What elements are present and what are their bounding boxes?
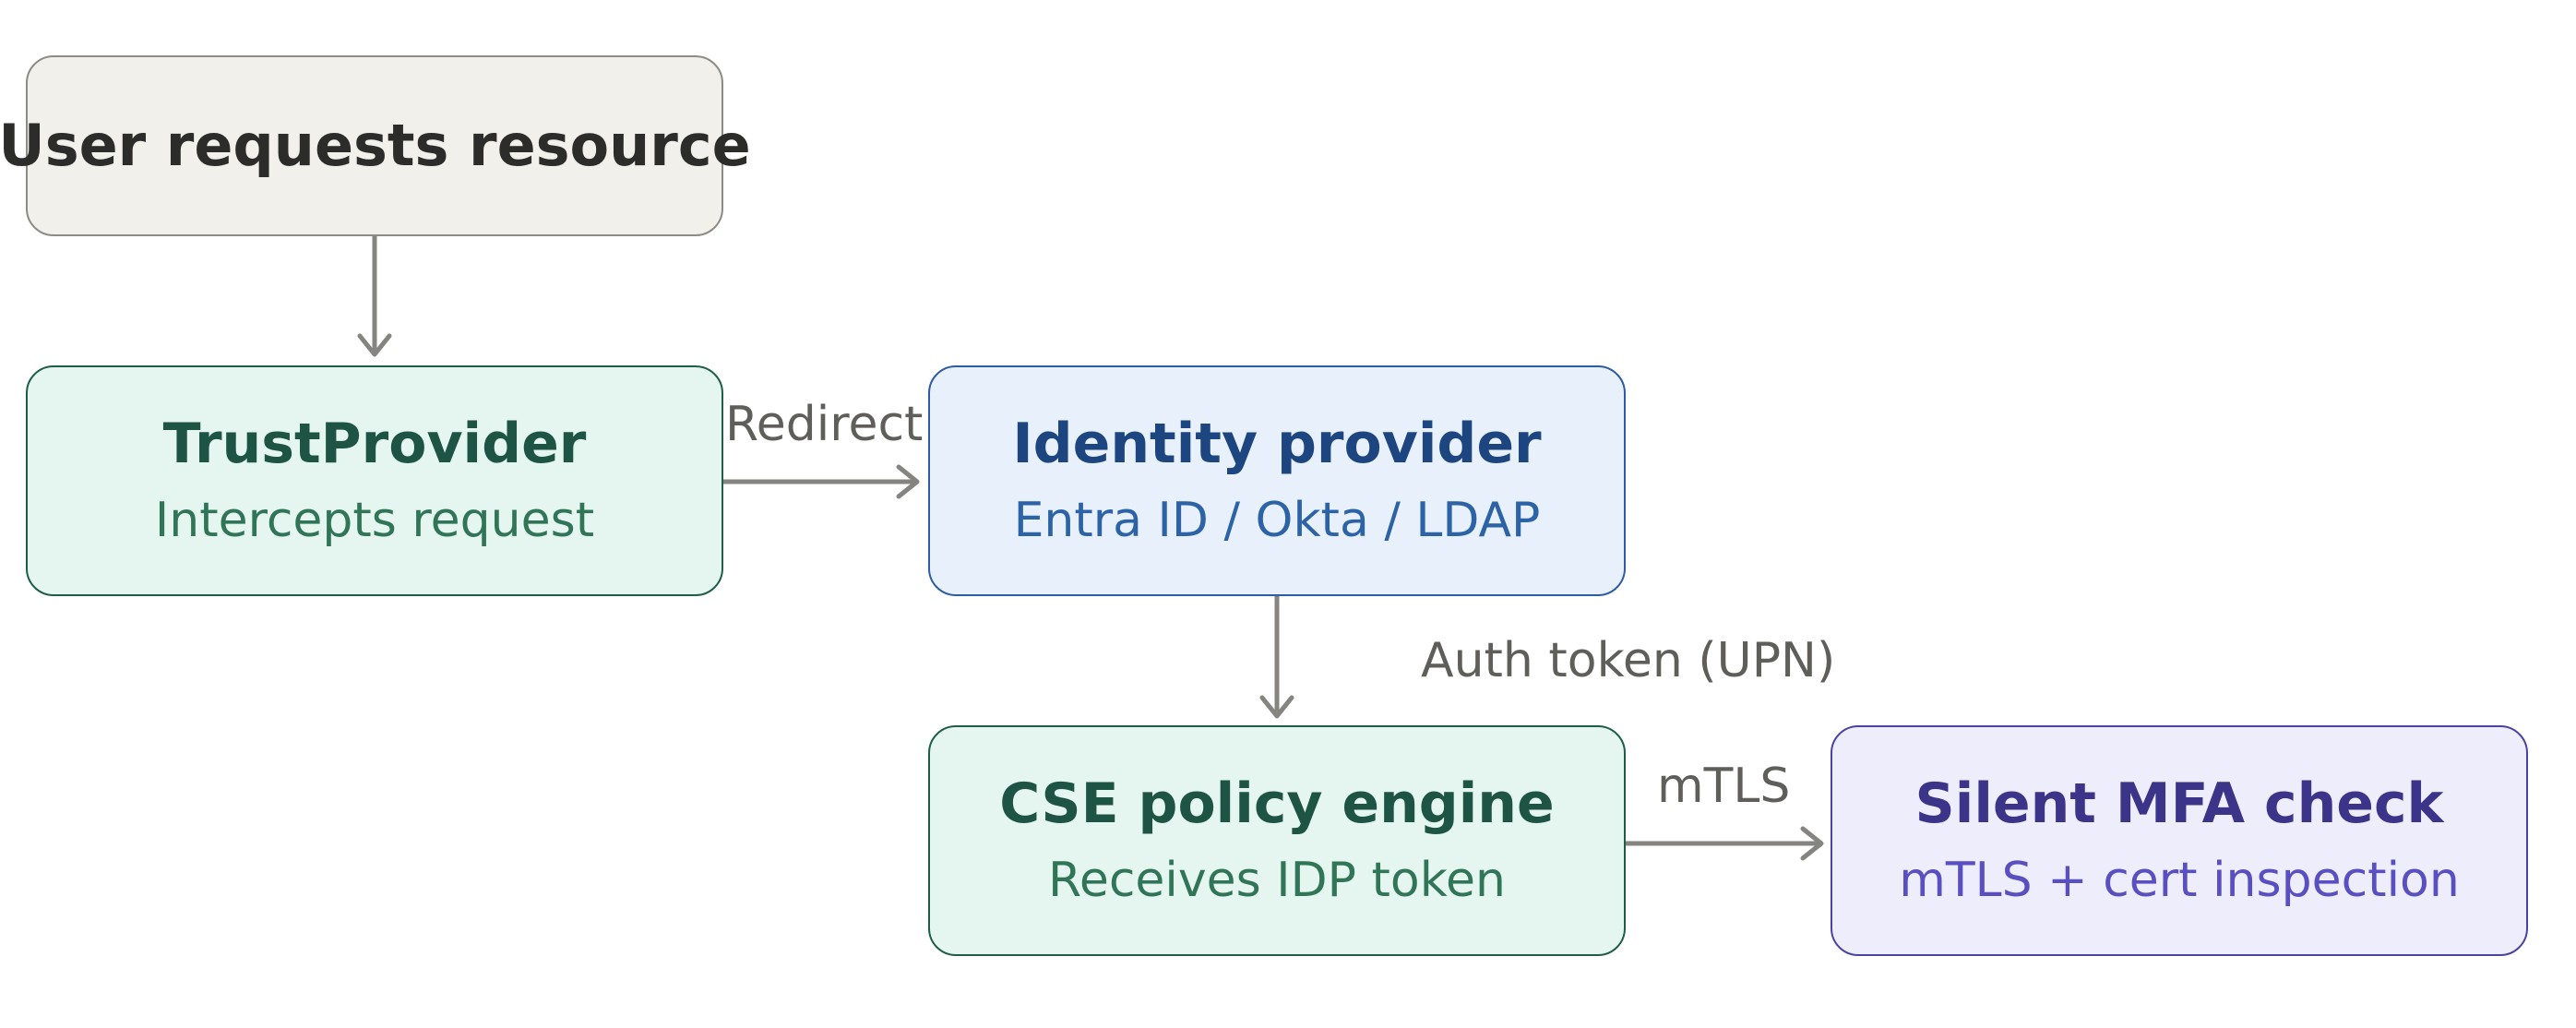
- node-title: CSE policy engine: [999, 771, 1555, 837]
- node-subtitle: mTLS + cert inspection: [1899, 853, 2460, 909]
- node-title: Identity provider: [1012, 412, 1542, 477]
- arrow-idp-to-cse: [1259, 596, 1294, 719]
- arrow-cse-to-mfa: [1626, 826, 1824, 861]
- edge-label-mtls: mTLS: [1657, 759, 1791, 814]
- edge-label-auth-token: Auth token (UPN): [1421, 633, 1836, 688]
- node-cse-policy-engine: CSE policy engine Receives IDP token: [928, 725, 1626, 956]
- node-subtitle: Receives IDP token: [1048, 853, 1506, 909]
- node-subtitle: Entra ID / Okta / LDAP: [1013, 493, 1541, 549]
- node-subtitle: Intercepts request: [154, 493, 595, 549]
- edge-label-redirect: Redirect: [725, 397, 924, 452]
- node-title: Silent MFA check: [1914, 771, 2444, 837]
- node-title: TrustProvider: [162, 412, 587, 477]
- node-user-requests-resource: User requests resource: [0, 55, 751, 236]
- arrow-trust-to-idp: [723, 464, 920, 499]
- node-silent-mfa-check: Silent MFA check mTLS + cert inspection: [1831, 725, 2528, 956]
- node-trustprovider: TrustProvider Intercepts request: [26, 365, 723, 596]
- arrow-user-to-trust: [357, 236, 392, 357]
- node-title: User requests resource: [0, 111, 751, 179]
- node-identity-provider: Identity provider Entra ID / Okta / LDAP: [928, 365, 1626, 596]
